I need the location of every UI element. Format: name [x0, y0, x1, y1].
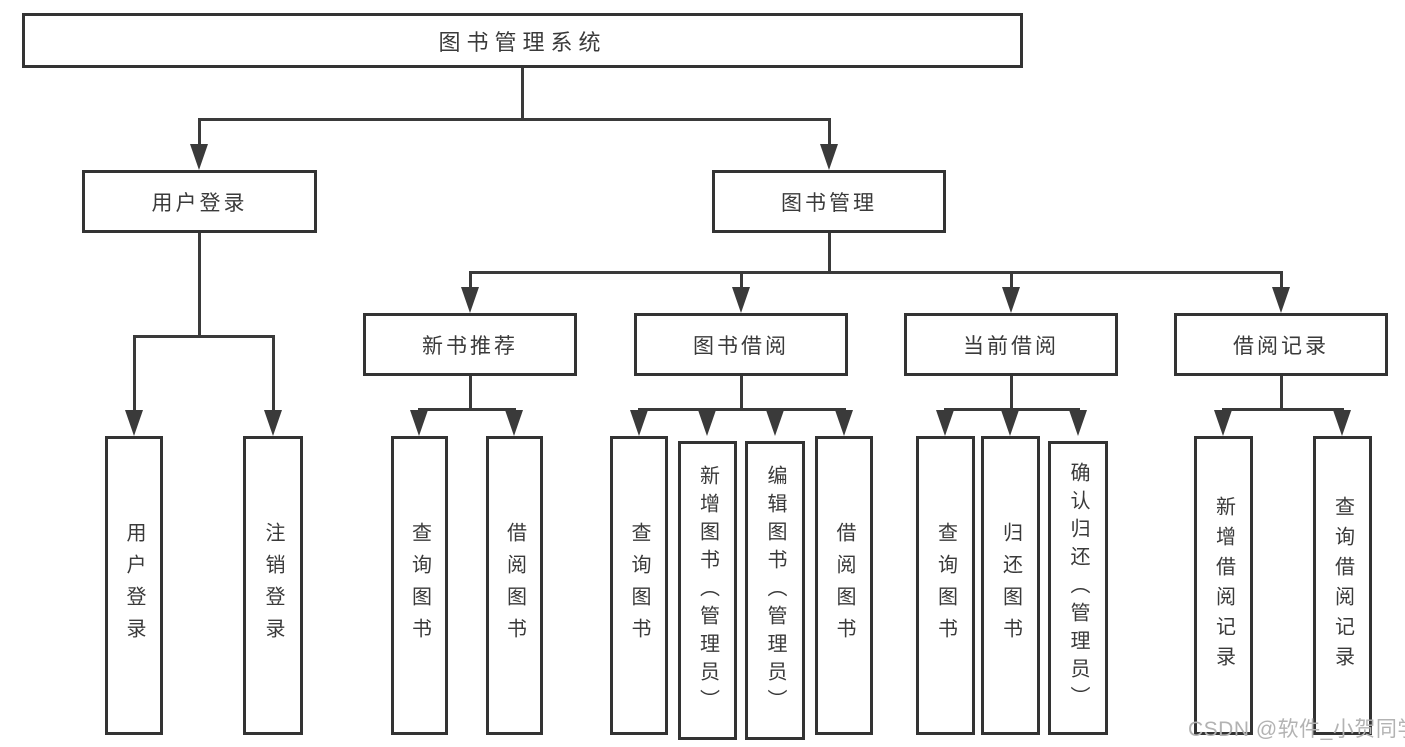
leaf-add-book-admin: 新增图书（管理员）	[678, 441, 737, 740]
node-user-login: 用户登录	[82, 170, 317, 233]
leaf-query-books-current: 查询图书	[916, 436, 975, 735]
arrowhead-icon	[936, 410, 954, 436]
arrowhead-icon	[820, 144, 838, 170]
connector-line	[133, 335, 275, 338]
arrowhead-icon	[1272, 287, 1290, 313]
leaf-return-books: 归还图书	[981, 436, 1040, 735]
leaf-label: 查询图书	[934, 521, 957, 650]
node-label: 用户登录	[151, 191, 248, 215]
leaf-label: 新增借阅记录	[1212, 495, 1235, 676]
arrowhead-icon	[505, 410, 523, 436]
node-label: 图书管理	[781, 191, 877, 215]
arrowhead-icon	[1002, 287, 1020, 313]
connector-line	[133, 335, 136, 412]
leaf-label: 用户登录	[123, 521, 145, 650]
arrowhead-icon	[1333, 410, 1351, 436]
leaf-label: 查询借阅记录	[1331, 495, 1354, 676]
node-library-system: 图书管理系统	[22, 13, 1023, 68]
leaf-confirm-return-admin: 确认归还（管理员）	[1048, 441, 1108, 735]
connector-line	[198, 118, 201, 148]
leaf-edit-book-admin: 编辑图书（管理员）	[745, 441, 805, 740]
connector-line	[1222, 408, 1344, 411]
leaf-label: 查询图书	[408, 521, 431, 650]
arrowhead-icon	[835, 410, 853, 436]
watermark: CSDN @软件_小贺同学	[1188, 718, 1405, 741]
leaf-label: 新增图书（管理员）	[696, 464, 719, 717]
leaf-label: 归还图书	[999, 521, 1022, 650]
leaf-query-borrow-record: 查询借阅记录	[1313, 436, 1372, 735]
leaf-user-login: 用户登录	[105, 436, 163, 735]
leaf-query-books-recommend: 查询图书	[391, 436, 448, 735]
node-borrow-records: 借阅记录	[1174, 313, 1388, 376]
arrowhead-icon	[1214, 410, 1232, 436]
arrowhead-icon	[264, 410, 282, 436]
connector-line	[1280, 271, 1283, 289]
node-label: 借阅记录	[1233, 334, 1329, 358]
connector-line	[469, 271, 472, 289]
connector-line	[198, 233, 201, 335]
connector-line	[740, 376, 743, 408]
leaf-label: 查询图书	[628, 521, 650, 650]
connector-line	[418, 408, 516, 411]
leaf-borrow-books-recommend: 借阅图书	[486, 436, 543, 735]
node-label: 当前借阅	[963, 334, 1059, 358]
connector-line	[944, 408, 1080, 411]
arrowhead-icon	[766, 410, 784, 436]
arrowhead-icon	[698, 410, 716, 436]
node-current-borrowing: 当前借阅	[904, 313, 1118, 376]
connector-line	[1010, 376, 1013, 408]
node-label: 图书管理系统	[438, 29, 607, 55]
arrowhead-icon	[410, 410, 428, 436]
leaf-label: 注销登录	[262, 521, 284, 650]
arrowhead-icon	[190, 144, 208, 170]
node-book-borrowing: 图书借阅	[634, 313, 848, 376]
node-label: 新书推荐	[422, 334, 518, 358]
node-book-management: 图书管理	[712, 170, 946, 233]
connector-line	[828, 118, 831, 148]
leaf-logout: 注销登录	[243, 436, 303, 735]
connector-line	[198, 118, 831, 121]
leaf-query-books-borrowing: 查询图书	[610, 436, 668, 735]
connector-line	[828, 233, 831, 273]
arrowhead-icon	[1001, 410, 1019, 436]
arrowhead-icon	[125, 410, 143, 436]
connector-line	[272, 335, 275, 412]
arrowhead-icon	[1069, 410, 1087, 436]
leaf-label: 借阅图书	[833, 521, 855, 650]
leaf-label: 借阅图书	[503, 521, 526, 650]
leaf-add-borrow-record: 新增借阅记录	[1194, 436, 1253, 735]
leaf-borrow-books-borrowing: 借阅图书	[815, 436, 873, 735]
arrowhead-icon	[732, 287, 750, 313]
connector-line	[469, 376, 472, 408]
connector-line	[1280, 376, 1283, 408]
node-label: 图书借阅	[693, 334, 789, 358]
arrowhead-icon	[630, 410, 648, 436]
connector-line	[740, 271, 743, 289]
connector-line	[638, 408, 846, 411]
leaf-label: 确认归还（管理员）	[1067, 462, 1089, 714]
arrowhead-icon	[461, 287, 479, 313]
leaf-label: 编辑图书（管理员）	[764, 464, 786, 717]
connector-line	[1010, 271, 1013, 289]
connector-line	[521, 68, 524, 118]
connector-line	[469, 271, 1282, 274]
node-new-book-recommend: 新书推荐	[363, 313, 577, 376]
